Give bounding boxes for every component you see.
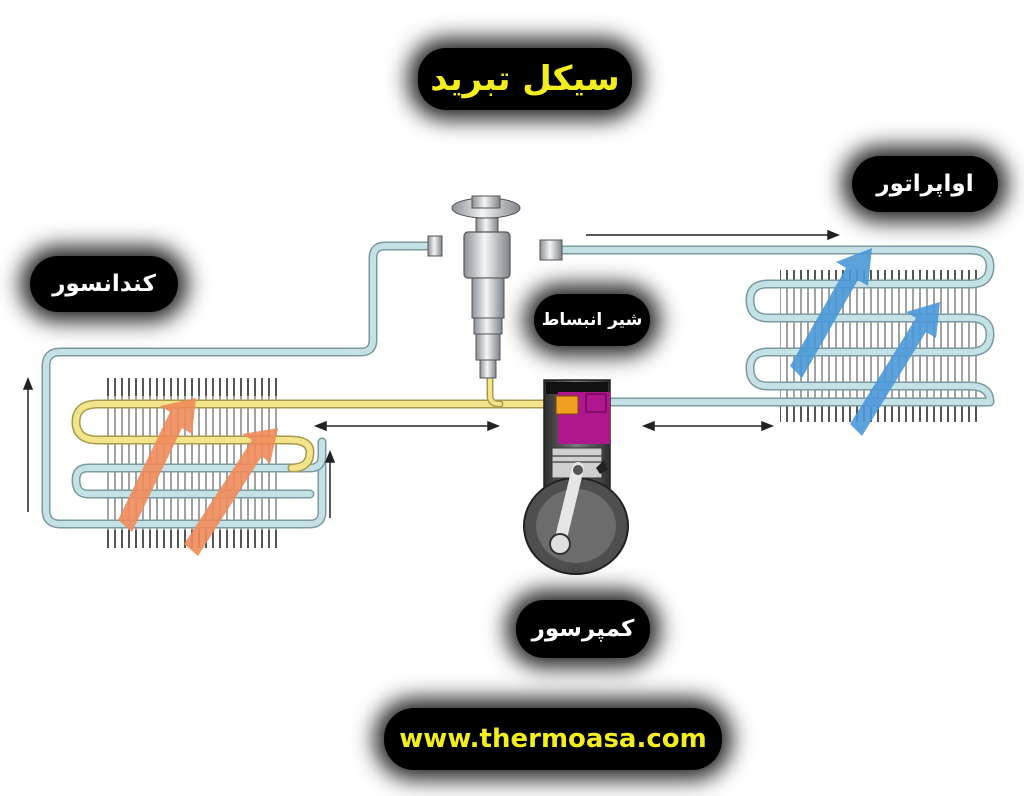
page-title: سیکل تبرید: [418, 48, 632, 110]
compressor: [523, 379, 629, 575]
expansion-valve-label: شیر انبساط: [534, 294, 650, 346]
expansion-valve: [427, 195, 563, 379]
website-link[interactable]: www.thermoasa.com: [384, 708, 722, 770]
liquid-line-pipe: [41, 241, 435, 529]
flow-arrows: [22, 229, 841, 518]
discharge-line-pipe: [71, 374, 553, 473]
evaporator-label: اواپراتور: [852, 156, 998, 212]
heat-rejection-arrows: [118, 398, 278, 556]
condenser-coil-lower: [71, 437, 327, 499]
compressor-label: کمپرسور: [516, 600, 650, 658]
condenser-label: کندانسور: [30, 256, 178, 312]
heat-absorption-arrows: [790, 248, 940, 436]
evaporator-coil: [553, 245, 995, 407]
